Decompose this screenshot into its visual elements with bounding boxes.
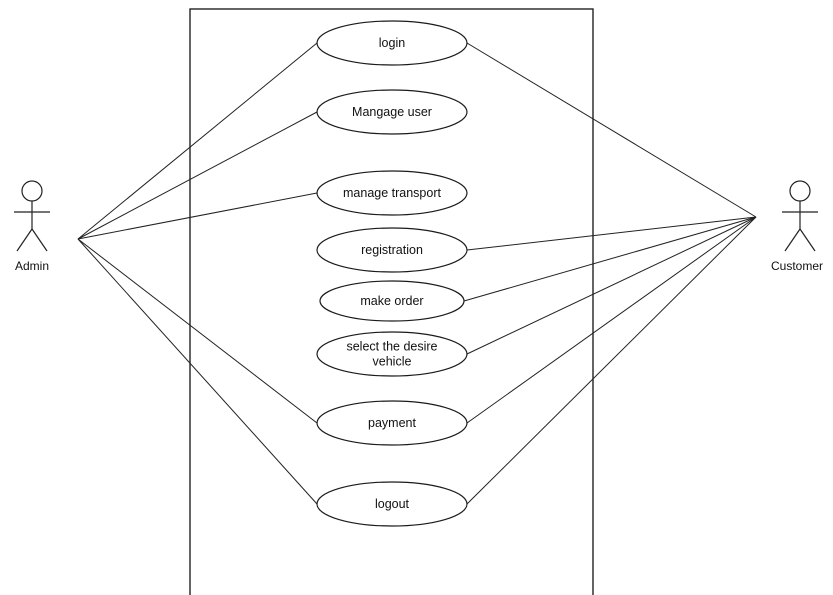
- actors: Admin Customer: [14, 180, 823, 273]
- association-customer-logout: [466, 216, 757, 505]
- use-case-ellipse: [316, 400, 468, 446]
- stick-figure-icon: [14, 180, 50, 252]
- use-case-label: select the desire: [346, 340, 437, 354]
- association-admin-manage-user: [77, 111, 318, 240]
- associations: [77, 42, 757, 505]
- association-admin-payment: [77, 238, 318, 424]
- use-case-label: payment: [368, 416, 416, 430]
- use-case-ellipse: [316, 331, 468, 377]
- use-case-label: manage transport: [343, 186, 442, 200]
- use-case-label: vehicle: [373, 355, 412, 369]
- use-case-logout[interactable]: logout: [316, 481, 468, 527]
- actor-customer[interactable]: Customer: [771, 180, 823, 273]
- use-case-label: registration: [361, 243, 423, 257]
- use-case-ellipse: [316, 20, 468, 66]
- use-case-ellipse: [316, 481, 468, 527]
- use-case-login[interactable]: login: [316, 20, 468, 66]
- stick-figure-icon: [782, 180, 818, 252]
- association-admin-login: [77, 42, 318, 240]
- actor-label: Admin: [15, 259, 49, 273]
- actor-label: Customer: [771, 259, 823, 273]
- system-boundary: [189, 8, 594, 595]
- use-case-manage-user[interactable]: Mangage user: [316, 89, 468, 135]
- actor-admin[interactable]: Admin: [14, 180, 50, 273]
- use-case-ellipse: [316, 227, 468, 273]
- use-case-label: logout: [375, 497, 410, 511]
- use-case-registration[interactable]: registration: [316, 227, 468, 273]
- use-case-ellipse: [316, 89, 468, 135]
- association-customer-make-order: [463, 216, 757, 302]
- association-customer-login: [466, 42, 757, 218]
- association-customer-payment: [466, 216, 757, 424]
- use-case-label: make order: [360, 294, 423, 308]
- use-case-payment[interactable]: payment: [316, 400, 468, 446]
- association-customer-registration: [466, 216, 757, 251]
- use-case-ellipse: [316, 170, 468, 216]
- association-admin-logout: [77, 238, 318, 505]
- use-case-manage-transport[interactable]: manage transport: [316, 170, 468, 216]
- use-case-ellipse: [319, 280, 465, 322]
- use-case-make-order[interactable]: make order: [319, 280, 465, 322]
- association-customer-select-vehicle: [466, 216, 757, 355]
- use-case-label: login: [379, 36, 405, 50]
- association-admin-manage-transport: [77, 192, 318, 240]
- use-case-label: Mangage user: [352, 105, 432, 119]
